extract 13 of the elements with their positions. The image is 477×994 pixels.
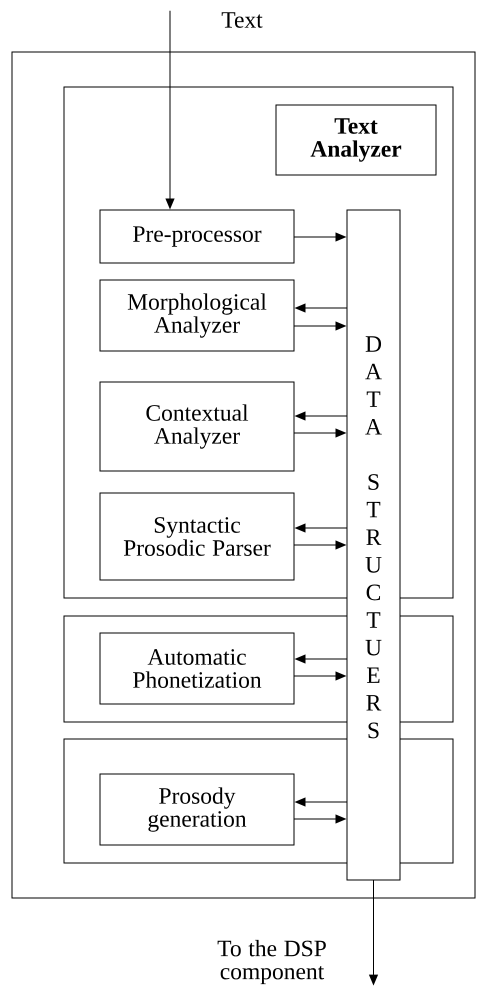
process-box: Pre-processor [100,210,294,264]
process-box: Contextual Analyzer [100,382,294,472]
process-box: Morphological Analyzer [100,280,294,352]
process-box: Syntactic Prosodic Parser [100,492,294,580]
process-box: Automatic Phonetization [100,632,294,704]
output-label: To the DSP component [218,940,326,984]
heading-box: Text Analyzer [276,104,436,176]
module-panel [64,738,454,864]
module-panel [64,86,454,598]
process-box: Prosody generation [100,774,294,846]
input-label: Text [222,12,263,28]
system-frame [12,52,476,898]
data-structures-bar: DATA STRUCTUERS [346,210,400,880]
